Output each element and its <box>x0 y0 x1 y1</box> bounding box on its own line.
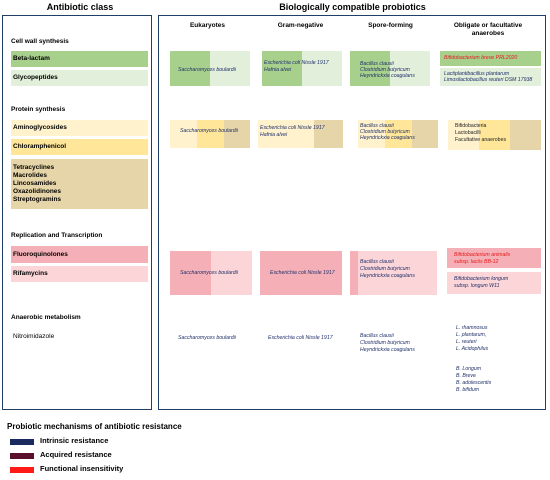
class-streptogramins: Streptogramins <box>13 196 62 203</box>
legend-label-intrinsic: Intrinsic resistance <box>40 436 109 445</box>
class-beta-lactam: Beta-lactam <box>11 51 148 67</box>
section-cell-wall: Cell wall synthesis <box>11 38 69 45</box>
cw-spore-text-3: Heyndrickxia coagulans <box>360 73 415 79</box>
ps-ana-text-2: Lactobacilli <box>455 130 481 136</box>
class-multi: Tetracyclines Macrolides Lincosamides Ox… <box>11 159 148 209</box>
an-spore-text-2: Clostridium butyricum <box>360 340 410 346</box>
class-fluoroquinolones: Fluoroquinolones <box>11 246 148 263</box>
class-glycopeptides: Glycopeptides <box>11 70 148 86</box>
rt-spore-block <box>350 251 437 295</box>
column-anaerobes: Obligate or facultative anaerobes <box>453 22 523 37</box>
section-replication: Replication and Transcription <box>11 232 103 239</box>
cw-spore-text-2: Clostridium butyricum <box>360 67 410 73</box>
legend-label-functional: Functional insensitivity <box>40 464 124 473</box>
rt-spore-text-1: Bacillus clausii <box>360 259 394 265</box>
cw-ana-block-top <box>440 51 541 66</box>
class-macrolides: Macrolides <box>13 172 47 179</box>
class-tetracyclines: Tetracyclines <box>13 164 55 171</box>
rt-euk-text: Saccharomyces boulardii <box>180 270 238 276</box>
cw-spore-block <box>350 51 430 86</box>
rt-ana-block-top <box>447 248 541 268</box>
cw-ana-block-bottom <box>440 68 541 86</box>
ps-spore-text-2: Clostridium butyricum <box>360 129 410 135</box>
cw-ana-text-1: Lactiplantibacillus plantarum <box>444 71 510 77</box>
ps-spore-block <box>358 120 438 148</box>
rt-ana-text-1: Bifidobacterium longum <box>454 276 509 282</box>
ps-euk-text: Saccharomyces boulardii <box>180 128 238 134</box>
ps-ana-block <box>448 120 541 150</box>
rt-spore-text-3: Heyndrickxia coagulans <box>360 273 415 279</box>
class-oxazolidinones: Oxazolidinones <box>13 188 62 195</box>
ps-gram-text-2: Hafnia alvei <box>260 132 288 138</box>
section-anaerobic: Anaerobic metabolism <box>11 314 81 321</box>
an-ana1-text-3: L. reuteri <box>456 339 477 345</box>
column-eukaryotes: Eukaryotes <box>189 22 226 29</box>
cw-euk-block <box>170 51 250 86</box>
cw-gram-text-2: Hafnia alvei <box>264 67 292 73</box>
legend-swatch-acquired <box>10 453 34 459</box>
rt-spore-text-2: Clostridium butyricum <box>360 266 410 272</box>
rt-gram-text: Escherichia coli Nissle 1917 <box>270 270 335 276</box>
ps-spore-text-1: Bacillus clausii <box>360 123 394 129</box>
probiotics-panel <box>158 15 546 410</box>
column-gram-negative: Gram-negative <box>277 22 324 29</box>
cw-ana-text-2: Limosilactobacillus reuteri DSM 17938 <box>444 77 533 83</box>
legend-swatch-functional <box>10 467 34 473</box>
legend-label-acquired: Acquired resistance <box>40 450 112 459</box>
an-ana2-text-3: B. adolescentis <box>456 380 492 386</box>
cw-spore-text-1: Bacillus clausii <box>360 61 394 67</box>
an-spore-text-3: Heyndrickxia coagulans <box>360 347 415 353</box>
an-ana2-text-2: B. Breve <box>456 373 476 379</box>
ps-spore-text-3: Heyndrickxia coagulans <box>360 135 415 141</box>
rt-ana-text-2: subsp. longum W11 <box>454 283 500 289</box>
rt-ana-red-text-1: Bifidobacterium animalis <box>454 252 511 258</box>
rt-gram-block <box>260 251 342 295</box>
antibiotic-class-header: Antibiotic class <box>46 2 114 12</box>
an-gram-text: Escherichia coli Nissle 1917 <box>268 335 333 341</box>
an-ana1-text-2: L. plantarum, <box>456 332 487 338</box>
an-ana1-text-4: L. Acidophilus <box>456 346 489 352</box>
class-aminoglycosides: Aminoglycosides <box>11 120 148 136</box>
ps-ana-text-3: Facultative anaerobes <box>455 137 507 143</box>
class-lincosamides: Lincosamides <box>13 180 57 187</box>
class-nitroimidazole: Nitroimidazole <box>13 333 55 340</box>
ps-euk-block <box>170 120 250 148</box>
cw-euk-text: Saccharomyces boulardii <box>178 67 236 73</box>
an-spore-text-1: Bacillus clausii <box>360 333 394 339</box>
legend-swatch-intrinsic <box>10 439 34 445</box>
ps-gram-block <box>258 120 343 148</box>
an-ana2-text-4: B. bifidum <box>456 387 480 393</box>
section-protein: Protein synthesis <box>11 106 66 113</box>
column-spore-forming: Spore-forming <box>368 22 413 29</box>
rt-ana-red-text-2: subsp. lactis BB-12 <box>454 259 499 265</box>
class-chloramphenicol: Chloramphenicol <box>11 139 148 155</box>
rt-ana-block-bottom <box>447 272 541 294</box>
antibiotic-class-panel <box>2 15 152 410</box>
an-ana2-text-1: B. Longum <box>456 366 482 372</box>
probiotics-header: Biologically compatible probiotics <box>279 2 426 12</box>
cw-gram-text-1: Escherichia coli Nissle 1917 <box>264 60 329 66</box>
legend-title: Probiotic mechanisms of antibiotic resis… <box>7 422 182 431</box>
cw-ana-red-text: Bifidobacterium breve PRL2020 <box>444 55 518 61</box>
rt-euk-block <box>170 251 252 295</box>
an-ana1-text-1: L. rhamnosus <box>456 325 488 331</box>
cw-gram-block <box>262 51 342 86</box>
ps-ana-text-1: Bifidobacteria <box>455 123 487 129</box>
class-rifamycins: Rifamycins <box>11 266 148 282</box>
ps-gram-text-1: Escherichia coli Nissle 1917 <box>260 125 325 131</box>
an-euk-text: Saccharomyces boulardii <box>178 335 236 341</box>
